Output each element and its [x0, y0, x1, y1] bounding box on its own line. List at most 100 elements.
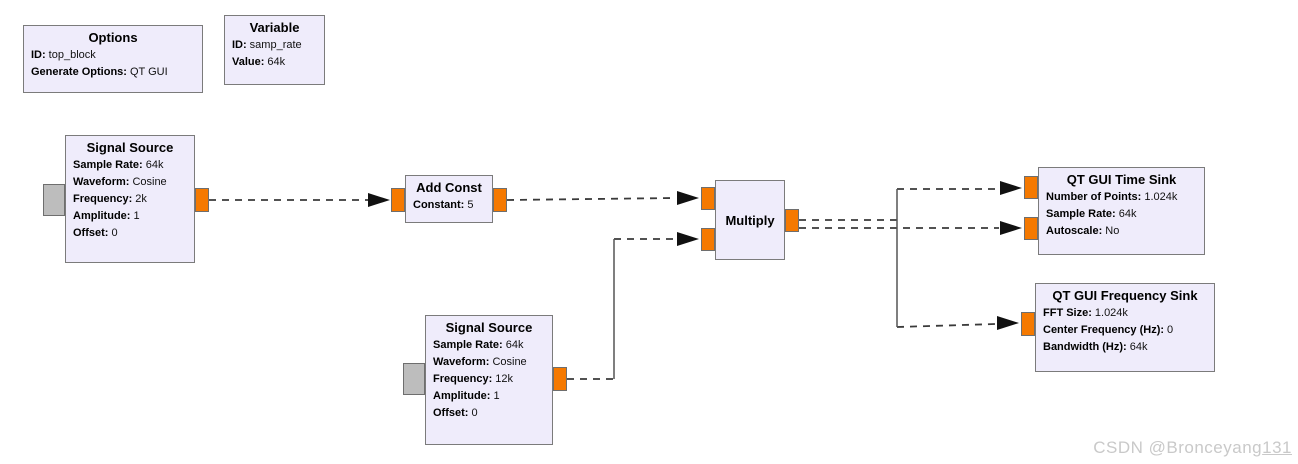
output-port[interactable]: [785, 209, 799, 232]
param-label: Constant:: [413, 199, 465, 211]
block-qt-gui-time-sink[interactable]: QT GUI Time Sink Number of Points:1.024k…: [1038, 167, 1205, 255]
arrowhead-multiply-in1: [677, 232, 699, 246]
connection-multiply-freqsink-h[interactable]: [896, 323, 997, 328]
param-label: Offset:: [73, 227, 109, 239]
param-waveform: Waveform:Cosine: [433, 354, 545, 371]
csdn-watermark: CSDN @Bronceyang131: [1093, 438, 1292, 458]
param-label: ID:: [31, 49, 46, 61]
param-bandwidth: Bandwidth (Hz):64k: [1043, 339, 1207, 356]
param-label: FFT Size:: [1043, 307, 1092, 319]
block-title: Multiply: [725, 212, 775, 228]
watermark-number: 131: [1262, 438, 1292, 457]
input-port[interactable]: [391, 188, 405, 212]
param-offset: Offset:0: [433, 405, 545, 422]
param-value: samp_rate: [249, 39, 302, 51]
param-number-of-points: Number of Points:1.024k: [1046, 189, 1197, 206]
param-amplitude: Amplitude:1: [73, 208, 187, 225]
input-port-1[interactable]: [701, 228, 715, 251]
watermark-text: CSDN @Bronceyang: [1093, 438, 1263, 457]
param-label: Waveform:: [73, 176, 130, 188]
arrowhead-timesink-in0: [1000, 181, 1022, 195]
connection-addconst-multiply[interactable]: [506, 197, 677, 201]
param-amplitude: Amplitude:1: [433, 388, 545, 405]
param-value: 5: [467, 199, 474, 211]
param-label: ID:: [232, 39, 247, 51]
block-multiply[interactable]: Multiply: [715, 180, 785, 260]
message-input-port[interactable]: [43, 184, 65, 216]
param-waveform: Waveform:Cosine: [73, 174, 187, 191]
input-port-0[interactable]: [1021, 312, 1035, 336]
param-label: Number of Points:: [1046, 191, 1142, 203]
param-sample-rate: Sample Rate:64k: [1046, 206, 1197, 223]
message-input-port[interactable]: [403, 363, 425, 395]
output-port[interactable]: [553, 367, 567, 391]
param-value: 64k: [1118, 208, 1137, 220]
param-label: Sample Rate:: [73, 159, 143, 171]
param-value: top_block: [48, 49, 96, 61]
param-label: Sample Rate:: [1046, 208, 1116, 220]
arrowhead-timesink-in1: [1000, 221, 1022, 235]
arrowhead-addconst-in: [368, 193, 390, 207]
param-label: Amplitude:: [433, 390, 491, 402]
param-label: Amplitude:: [73, 210, 131, 222]
param-value: 2k: [135, 193, 147, 205]
param-value: 1.024k: [1094, 307, 1128, 319]
param-label: Autoscale:: [1046, 225, 1103, 237]
param-label: Bandwidth (Hz):: [1043, 341, 1127, 353]
input-port-1[interactable]: [1024, 217, 1038, 240]
param-sample-rate: Sample Rate:64k: [433, 337, 545, 354]
param-value: 1: [133, 210, 140, 222]
param-frequency: Frequency:12k: [433, 371, 545, 388]
arrowhead-multiply-in0: [677, 191, 699, 205]
param-label: Waveform:: [433, 356, 490, 368]
param-value: 12k: [495, 373, 514, 385]
param-value: 1: [493, 390, 500, 402]
block-title: QT GUI Time Sink: [1066, 172, 1177, 187]
param-value: Cosine: [492, 356, 527, 368]
param-value: 0: [1167, 324, 1174, 336]
block-title: QT GUI Frequency Sink: [1052, 288, 1198, 303]
output-port[interactable]: [493, 188, 507, 212]
param-value: 64k: [1129, 341, 1148, 353]
param-value: 64k: [267, 56, 286, 68]
param-value: 1.024k: [1144, 191, 1178, 203]
output-port[interactable]: [195, 188, 209, 212]
block-signal-source-2[interactable]: Signal Source Sample Rate:64k Waveform:C…: [425, 315, 553, 445]
param-value: 0: [471, 407, 478, 419]
input-port-0[interactable]: [1024, 176, 1038, 199]
param-value: QT GUI: [129, 66, 168, 78]
block-title: Signal Source: [86, 140, 174, 155]
block-qt-gui-frequency-sink[interactable]: QT GUI Frequency Sink FFT Size:1.024k Ce…: [1035, 283, 1215, 372]
param-value: No: [1105, 225, 1120, 237]
block-title: Options: [88, 30, 138, 45]
param-label: Value:: [232, 56, 265, 68]
param-center-frequency: Center Frequency (Hz):0: [1043, 322, 1207, 339]
param-autoscale: Autoscale:No: [1046, 223, 1197, 240]
param-value-line: Value:64k: [232, 54, 317, 71]
param-value: Cosine: [132, 176, 167, 188]
arrowhead-freqsink-in0: [997, 316, 1019, 330]
param-generate-options: Generate Options:QT GUI: [31, 64, 195, 81]
param-label: Frequency:: [73, 193, 133, 205]
input-port-0[interactable]: [701, 187, 715, 210]
block-add-const[interactable]: Add Const Constant:5: [405, 175, 493, 223]
param-label: Sample Rate:: [433, 339, 503, 351]
block-signal-source-1[interactable]: Signal Source Sample Rate:64k Waveform:C…: [65, 135, 195, 263]
param-id: ID:samp_rate: [232, 37, 317, 54]
param-value: 64k: [145, 159, 164, 171]
block-options[interactable]: Options ID:top_block Generate Options:QT…: [23, 25, 203, 93]
block-title: Variable: [249, 20, 300, 35]
block-title: Signal Source: [445, 320, 533, 335]
param-value: 0: [111, 227, 118, 239]
param-label: Frequency:: [433, 373, 493, 385]
param-value: 64k: [505, 339, 524, 351]
param-label: Offset:: [433, 407, 469, 419]
param-fft-size: FFT Size:1.024k: [1043, 305, 1207, 322]
param-label: Generate Options:: [31, 66, 127, 78]
param-frequency: Frequency:2k: [73, 191, 187, 208]
param-constant: Constant:5: [413, 197, 485, 214]
param-sample-rate: Sample Rate:64k: [73, 157, 187, 174]
block-variable[interactable]: Variable ID:samp_rate Value:64k: [224, 15, 325, 85]
param-offset: Offset:0: [73, 225, 187, 242]
